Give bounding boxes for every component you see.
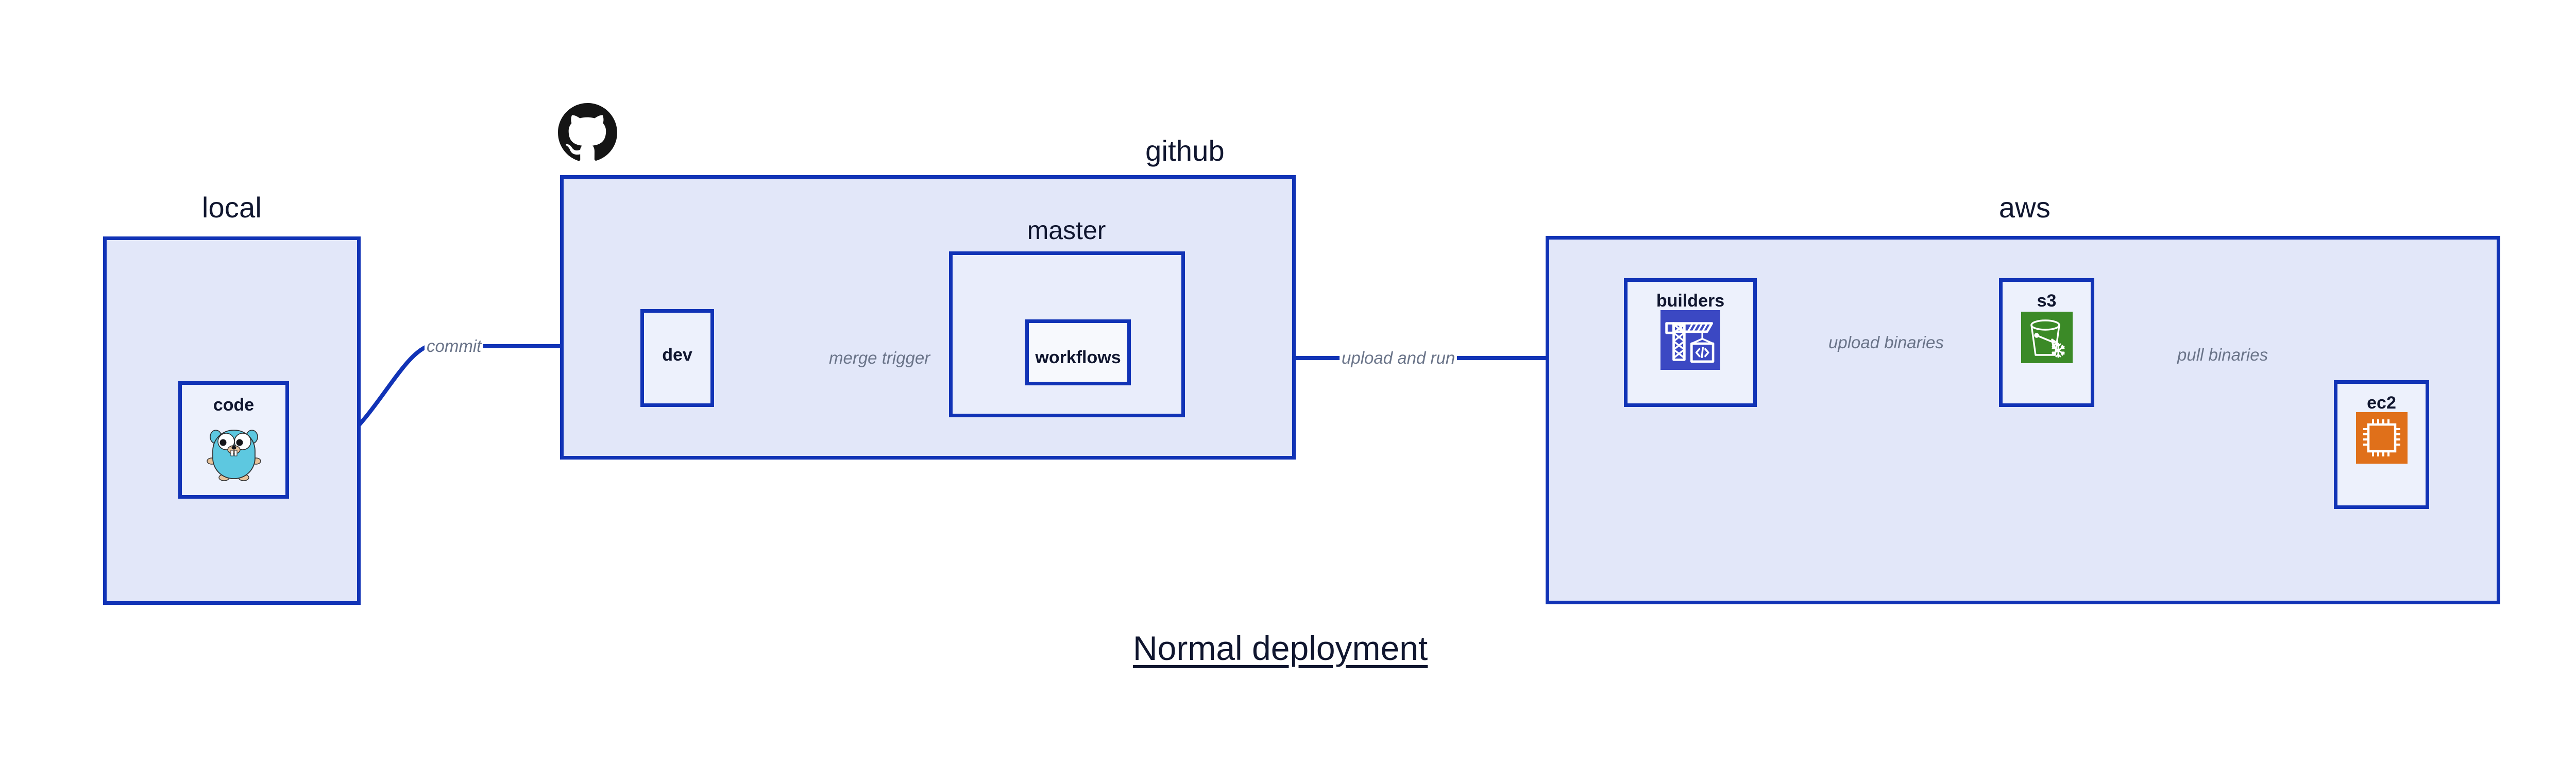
node-code[interactable]: code [178, 381, 289, 499]
node-workflows-label: workflows [1035, 348, 1121, 367]
node-builders-label: builders [1656, 291, 1725, 311]
edge-label-commit: commit [425, 337, 484, 354]
group-label-aws: aws [1998, 191, 2051, 224]
aws-s3-bucket-icon [2021, 312, 2073, 363]
edge-label-upload-binaries: upload binaries [1826, 334, 1946, 351]
node-dev[interactable]: dev [640, 309, 714, 407]
subgroup-label-master: master [1027, 216, 1106, 245]
edge-label-pull-binaries: pull binaries [2175, 346, 2270, 363]
diagram-title: Normal deployment [1133, 629, 1428, 667]
group-label-local: local [201, 191, 262, 224]
aws-ec2-chip-icon [2355, 412, 2408, 464]
github-octocat-logo [555, 100, 620, 165]
node-ec2[interactable]: ec2 [2334, 380, 2429, 509]
node-s3[interactable]: s3 [1999, 278, 2094, 407]
group-label-github: github [1145, 134, 1225, 167]
node-code-label: code [213, 395, 255, 415]
aws-builders-crane-icon [1660, 310, 1720, 370]
node-ec2-label: ec2 [2367, 393, 2396, 413]
edge-label-upload-and-run: upload and run [1340, 349, 1458, 366]
node-s3-label: s3 [2037, 291, 2057, 311]
edge-label-merge-trigger: merge trigger [827, 349, 933, 366]
node-builders[interactable]: builders [1624, 278, 1757, 407]
node-workflows[interactable]: workflows [1025, 319, 1131, 385]
node-dev-label: dev [662, 345, 692, 365]
go-gopher-icon [206, 422, 262, 481]
